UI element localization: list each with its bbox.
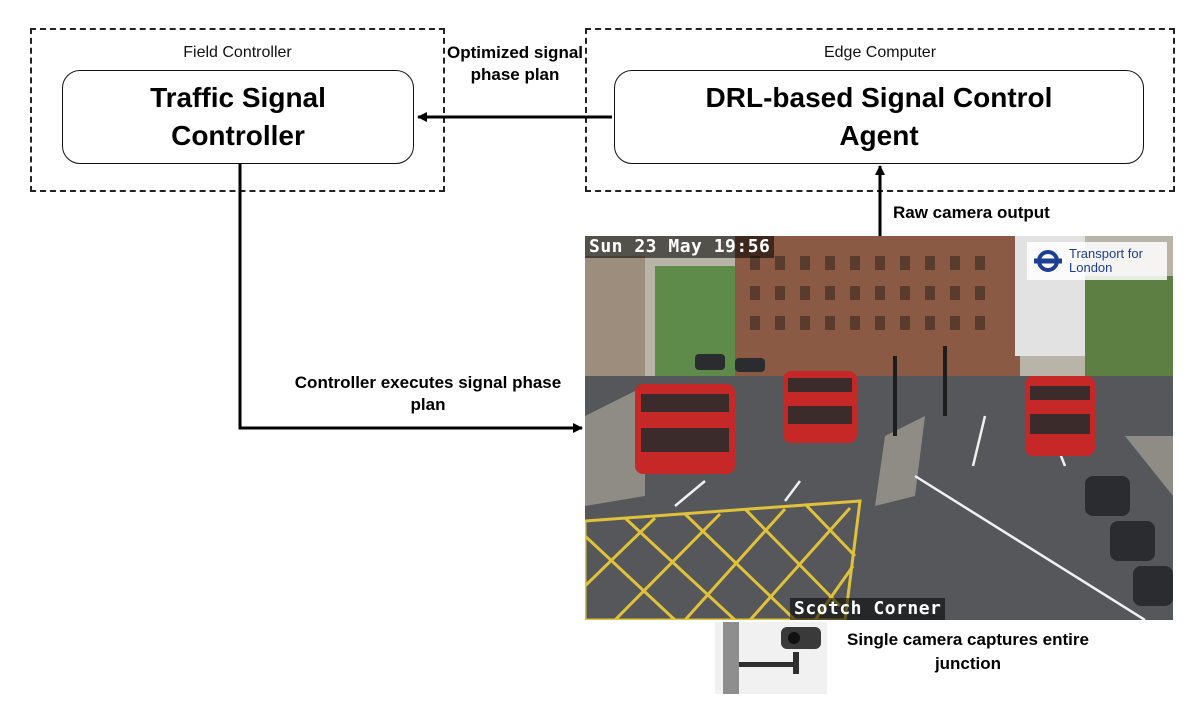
tfl-logo-text: Transport for London	[1069, 246, 1143, 275]
traffic-signal-controller-label: Traffic Signal Controller	[150, 82, 326, 151]
controller-to-junction-arrow	[238, 164, 583, 433]
traffic-signal-controller-block: Traffic Signal Controller	[62, 70, 414, 164]
camera-device-photo	[715, 622, 827, 694]
drl-agent-label: DRL-based Signal Control Agent	[705, 82, 1053, 151]
tfl-logo: Transport for London	[1027, 242, 1167, 280]
parked-cars	[695, 354, 1173, 606]
tfl-roundel-icon	[1034, 250, 1062, 272]
field-controller-group-label: Field Controller	[183, 44, 292, 61]
bus-center	[783, 371, 857, 443]
signal-poles	[893, 346, 947, 436]
junction-scene	[585, 236, 1173, 620]
camera-caption: Single camera captures entire junction	[847, 630, 1089, 673]
controller-executes-label: Controller executes signal phase plan	[294, 373, 562, 414]
camera-location: Scotch Corner	[790, 598, 946, 620]
camera-timestamp: Sun 23 May 19:56	[585, 236, 775, 258]
bus-left	[635, 384, 735, 474]
optimized-plan-label: Optimized signal phase plan	[446, 43, 584, 84]
drl-agent-block: DRL-based Signal Control Agent	[614, 70, 1144, 164]
junction-camera-image: Sun 23 May 19:56 Scotch Corner Transport…	[585, 236, 1173, 620]
bus-right	[1025, 376, 1095, 456]
field-controller-group: Field Controller	[30, 28, 445, 192]
camera-device-icon	[723, 622, 821, 694]
raw-camera-output-label: Raw camera output	[893, 203, 1050, 222]
edge-computer-group-label: Edge Computer	[823, 44, 937, 61]
